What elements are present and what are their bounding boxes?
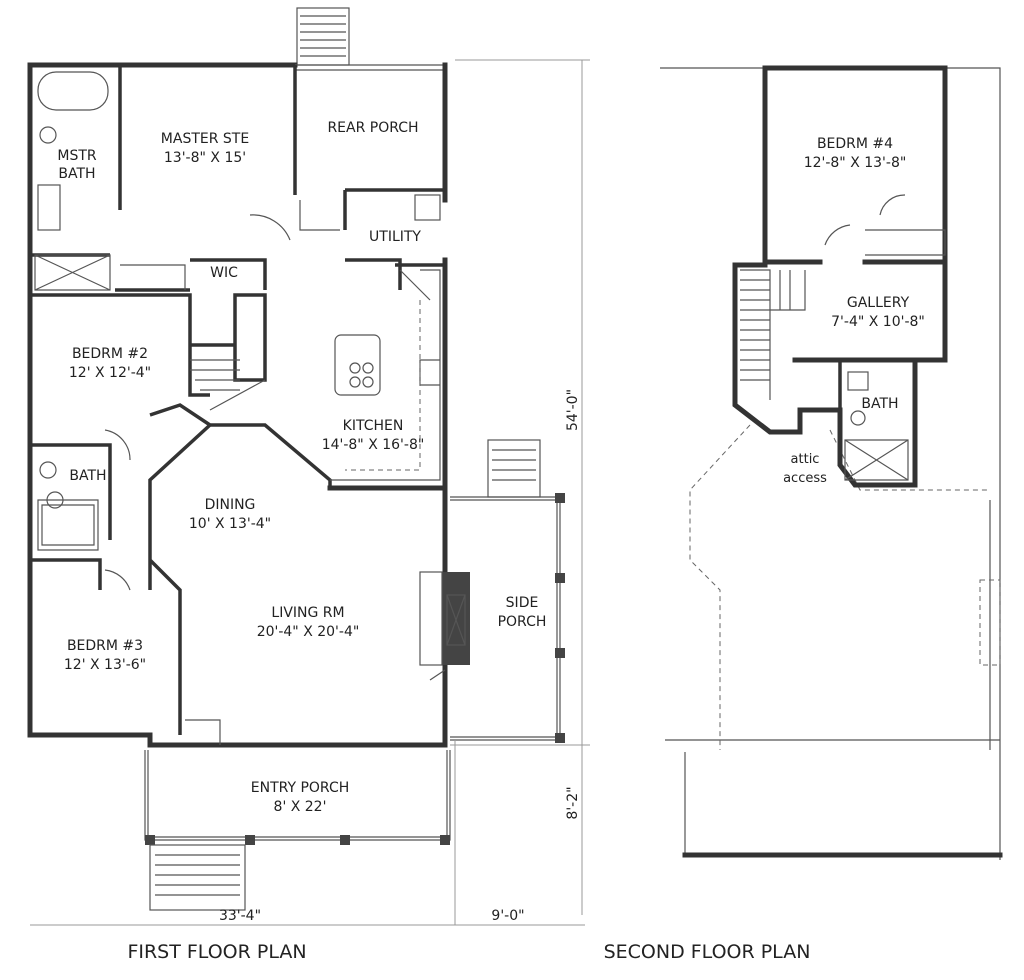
rear-porch-label: REAR PORCH [327, 120, 418, 136]
gallery-label: GALLERY [847, 295, 910, 311]
kitchen-size: 14'-8" X 16'-8" [322, 437, 425, 453]
utility-label: UTILITY [369, 229, 421, 245]
rear-steps [296, 7, 350, 66]
side-width-dimension: 9'-0" [491, 908, 524, 924]
attic-access-label-2: access [783, 471, 827, 486]
mstr-bath-label-1: MSTR [57, 148, 97, 164]
width-dimension: 33'-4" [219, 908, 261, 924]
attic-access-label-1: attic [791, 452, 820, 467]
side-porch-label-2: PORCH [498, 614, 547, 630]
upper-walls [732, 65, 948, 488]
upper-bath-label: BATH [861, 396, 898, 412]
side-porch [450, 439, 565, 743]
bedrm2-label: BEDRM #2 [72, 346, 148, 362]
second-floor-plan: BEDRM #4 12'-8" X 13'-8" GALLERY 7'-4" X… [604, 65, 1003, 963]
entry-porch [144, 750, 451, 911]
dining-label: DINING [205, 497, 256, 513]
living-label: LIVING RM [271, 605, 344, 621]
first-floor-plan: MSTR BATH MASTER STE 13'-8" X 15' REAR P… [27, 7, 590, 963]
dining-size: 10' X 13'-4" [189, 516, 271, 532]
living-size: 20'-4" X 20'-4" [257, 624, 360, 640]
porch-depth-dimension: 8'-2" [565, 786, 581, 819]
bedrm3-size: 12' X 13'-6" [64, 657, 146, 673]
bedrm3-label: BEDRM #3 [67, 638, 143, 654]
bath-label: BATH [69, 468, 106, 484]
bedrm4-size: 12'-8" X 13'-8" [804, 155, 907, 171]
depth-dimension: 54'-0" [565, 389, 581, 431]
fireplace [419, 571, 470, 666]
bedrm4-label: BEDRM #4 [817, 136, 893, 152]
bedrm2-size: 12' X 12'-4" [69, 365, 151, 381]
kitchen-label: KITCHEN [343, 418, 404, 434]
gallery-size: 7'-4" X 10'-8" [831, 314, 925, 330]
interior-walls [30, 65, 446, 745]
entry-porch-label: ENTRY PORCH [251, 780, 350, 796]
mstr-bath-label-2: BATH [58, 166, 95, 182]
master-ste-label: MASTER STE [161, 131, 249, 147]
wic-label: WIC [210, 265, 238, 281]
master-ste-size: 13'-8" X 15' [164, 150, 246, 166]
exterior-walls [27, 62, 448, 748]
side-porch-label-1: SIDE [506, 595, 539, 611]
first-floor-title: FIRST FLOOR PLAN [127, 941, 306, 963]
dimension-lines [30, 59, 590, 926]
entry-porch-size: 8' X 22' [274, 799, 327, 815]
second-floor-title: SECOND FLOOR PLAN [604, 941, 811, 963]
